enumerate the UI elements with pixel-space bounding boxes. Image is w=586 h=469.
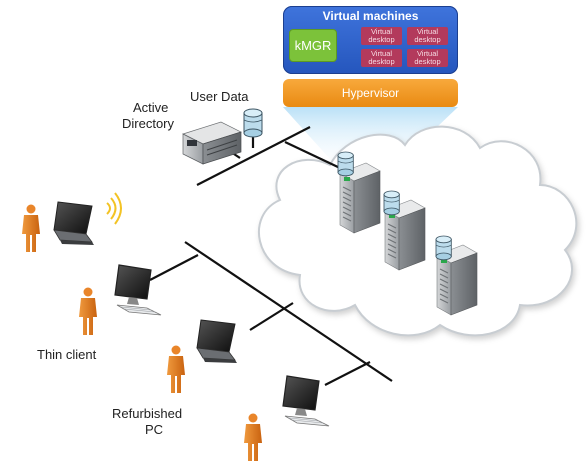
cloud-db-1-icon [337,151,354,177]
refurbished-pc-laptop-icon [196,319,238,364]
virtual-desktop-4: Virtual desktop [407,49,448,67]
datacenter-link [196,126,311,186]
refurbished-pc-icon [282,375,330,427]
virtual-machines-panel: Virtual machines kMGR Virtual desktop Vi… [283,6,458,74]
wifi-icon [106,192,122,225]
virtual-desktop-3: Virtual desktop [361,49,402,67]
laptop-icon [53,201,95,246]
user-data-label: User Data [190,89,249,104]
hypervisor-bar: Hypervisor [283,79,458,107]
active-directory-label-line1: Active [133,100,169,115]
thin-client-icon [114,264,162,316]
person-4-icon [244,413,262,461]
user-data-database-icon [243,108,263,138]
cloud-db-3-icon [435,235,452,261]
client-network-link [184,241,393,382]
thin-client-label: Thin client [37,347,97,362]
active-directory-label-line2: Directory [122,116,175,131]
virtual-machines-title: Virtual machines [322,9,419,23]
virtual-desktop-1: Virtual desktop [361,27,402,45]
virtual-desktop-2: Virtual desktop [407,27,448,45]
refurbished-label-line2: PC [145,422,164,437]
cloud-db-2-icon [383,190,400,216]
person-2-icon [79,287,97,335]
person-1-icon [22,204,40,252]
person-3-icon [167,345,185,393]
kmgr-box: kMGR [289,29,337,62]
active-directory-server-icon [182,121,242,165]
refurbished-label-line1: Refurbished [112,406,183,421]
